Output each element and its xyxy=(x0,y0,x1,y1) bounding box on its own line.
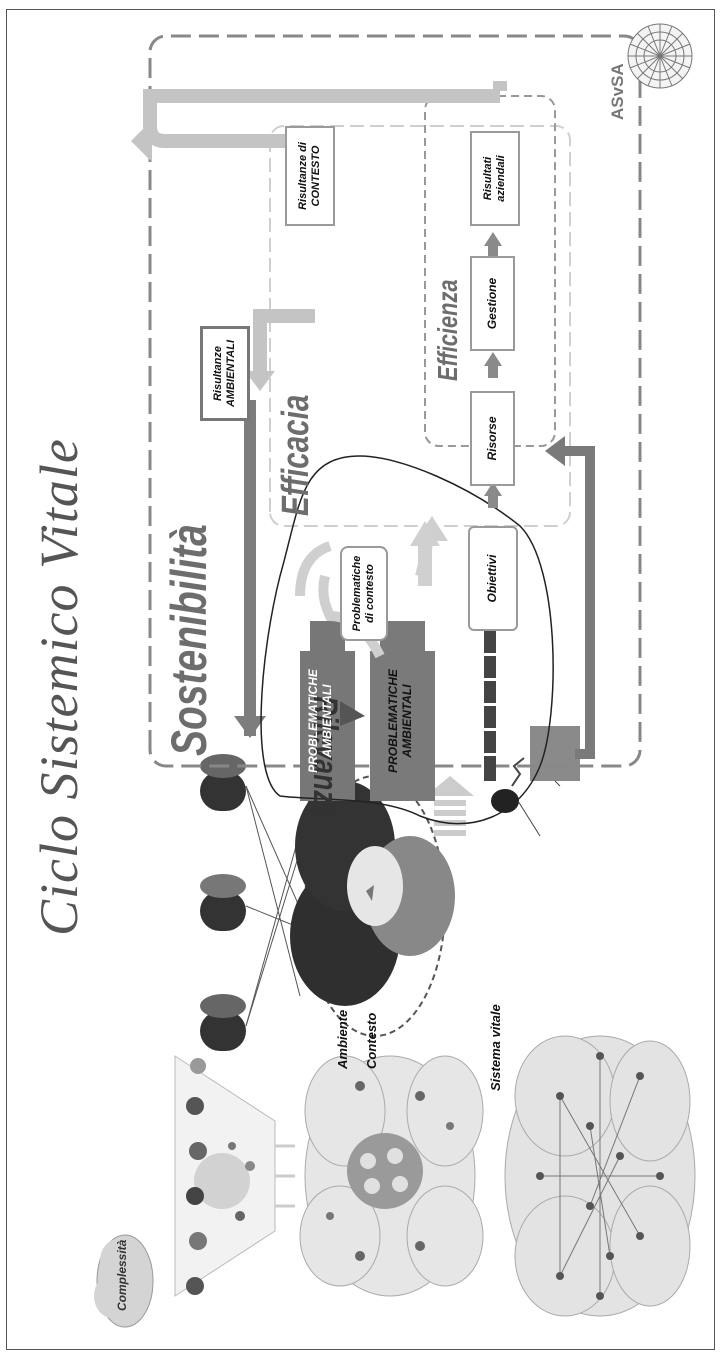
problematiche-contesto-box: Problematiche di contesto xyxy=(340,546,388,641)
asvsa-logo-text: ASvSA xyxy=(608,63,628,120)
ambientali-arrow xyxy=(230,406,266,738)
page-title: Ciclo Sistemico Vitale xyxy=(28,438,90,936)
network-cloud xyxy=(505,1036,695,1316)
environment-cloud xyxy=(300,1056,483,1296)
complessita-label: Complessità xyxy=(115,1240,129,1311)
problematiche-ambientali-bottom: PROBLEMATICHE AMBIENTALI xyxy=(386,651,415,791)
sistema-vitale-label: Sistema vitale xyxy=(488,1004,503,1091)
gestione-box: Gestione xyxy=(470,256,515,351)
efficienza-label: Efficienza xyxy=(432,279,464,381)
efficacia-label: Efficacia xyxy=(275,395,318,516)
risultanze-ambientali-box: Risultanze AMBIENTALI xyxy=(200,326,250,421)
risultati-aziendali-box: Risultati aziendali xyxy=(470,131,520,226)
obiettivi-box: Obiettivi xyxy=(468,526,518,631)
problematiche-ambientali-top: PROBLEMATICHE AMBIENTALI xyxy=(306,651,335,791)
complexity-funnel xyxy=(175,1056,295,1296)
sostenibilita-label: Sostenibilità xyxy=(160,524,218,756)
contesto-label: Contesto xyxy=(364,1013,379,1069)
risorse-box: Risorse xyxy=(470,391,515,486)
asvsa-logo-globe xyxy=(628,24,692,88)
ambiente-label: Ambiente xyxy=(335,1010,350,1069)
risultanze-contesto-box: Risultanze di CONTESTO xyxy=(285,126,335,226)
sistema-vitale-icon xyxy=(491,726,580,836)
